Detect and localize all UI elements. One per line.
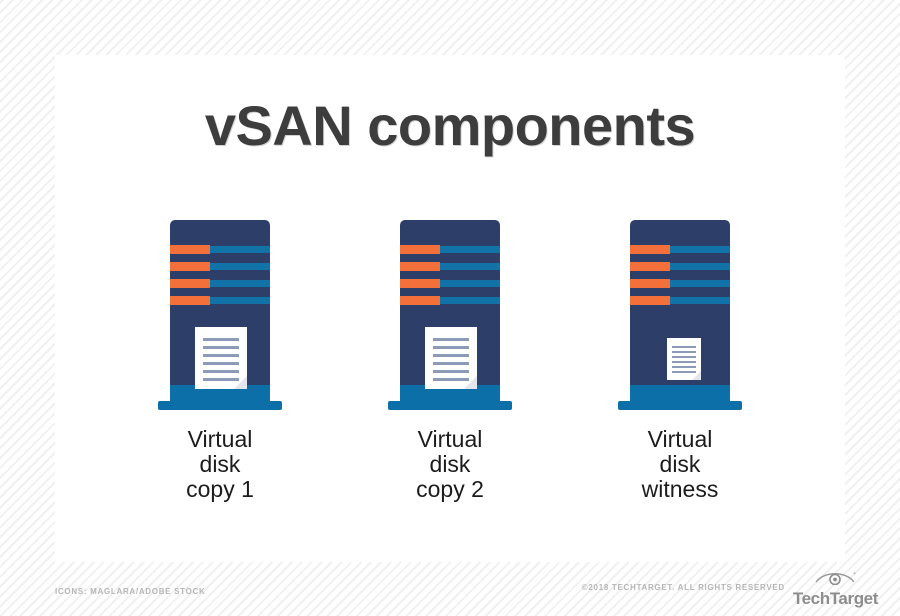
drive-bay-indicator bbox=[170, 296, 210, 305]
document-rules bbox=[425, 327, 477, 389]
drive-bay-slot bbox=[210, 246, 270, 253]
drive-bay bbox=[400, 245, 500, 254]
document-folded-corner bbox=[692, 371, 701, 380]
drive-bay bbox=[630, 296, 730, 305]
server-tower-icon bbox=[618, 220, 742, 415]
drive-bay bbox=[400, 279, 500, 288]
tower-stand-foot bbox=[158, 401, 282, 410]
document-icon bbox=[425, 327, 477, 389]
image-credit: ICONS: MAGLARA/ADOBE STOCK bbox=[55, 587, 206, 596]
techtarget-logo: TechTarget bbox=[793, 570, 878, 607]
tower-stand-foot bbox=[618, 401, 742, 410]
caption-line: disk bbox=[429, 451, 471, 477]
drive-bay-slot bbox=[210, 297, 270, 304]
document-rule-line bbox=[672, 356, 696, 358]
techtarget-wordmark: TechTarget bbox=[792, 589, 879, 608]
document-icon bbox=[667, 338, 701, 380]
drive-bay-indicator bbox=[170, 279, 210, 288]
document-rule-line bbox=[672, 371, 696, 373]
caption-line: witness bbox=[641, 476, 719, 502]
drive-bay-indicator bbox=[630, 262, 670, 271]
drive-bay bbox=[170, 262, 270, 271]
drive-bay-indicator bbox=[630, 279, 670, 288]
document-rule-line bbox=[203, 354, 239, 357]
caption-line: disk bbox=[199, 451, 241, 477]
drive-bay-group bbox=[170, 245, 270, 307]
drive-bay-slot bbox=[210, 280, 270, 287]
drive-bay bbox=[170, 296, 270, 305]
drive-bay-indicator bbox=[630, 296, 670, 305]
tower-stand-foot bbox=[388, 401, 512, 410]
footer-branding: ©2018 TECHTARGET. ALL RIGHTS RESERVED Te… bbox=[582, 570, 878, 607]
drive-bay-indicator bbox=[400, 262, 440, 271]
drive-bay-slot bbox=[210, 263, 270, 270]
caption-line: Virtual bbox=[187, 426, 253, 452]
document-rules bbox=[667, 338, 701, 380]
document-rule-line bbox=[672, 366, 696, 368]
drive-bay bbox=[170, 279, 270, 288]
document-rule-line bbox=[672, 346, 696, 348]
page-title: vSAN components bbox=[204, 94, 696, 157]
drive-bay-indicator bbox=[630, 245, 670, 254]
document-rule-line bbox=[203, 362, 239, 365]
document-rule-line bbox=[203, 370, 239, 373]
drive-bay-slot bbox=[670, 246, 730, 253]
drive-bay-slot bbox=[440, 246, 500, 253]
document-rule-line bbox=[433, 370, 469, 373]
drive-bay-indicator bbox=[170, 245, 210, 254]
document-icon bbox=[195, 327, 247, 389]
caption-line: copy 2 bbox=[416, 476, 484, 502]
drive-bay-slot bbox=[670, 297, 730, 304]
server-tower-icon bbox=[388, 220, 512, 415]
drive-bay-indicator bbox=[400, 245, 440, 254]
drive-bay-slot bbox=[670, 263, 730, 270]
drive-bay-group bbox=[400, 245, 500, 307]
document-rule-line bbox=[433, 354, 469, 357]
drive-bay bbox=[400, 296, 500, 305]
caption-line: copy 1 bbox=[186, 476, 254, 502]
drive-bay-indicator bbox=[170, 262, 210, 271]
drive-bay-slot bbox=[440, 297, 500, 304]
document-rule-line bbox=[433, 338, 469, 341]
document-rule-line bbox=[203, 338, 239, 341]
drive-bay-slot bbox=[440, 280, 500, 287]
drive-bay-slot bbox=[670, 280, 730, 287]
document-rules bbox=[195, 327, 247, 389]
eye-icon bbox=[814, 570, 857, 590]
drive-bay bbox=[630, 279, 730, 288]
drive-bay bbox=[170, 245, 270, 254]
document-rule-line bbox=[433, 346, 469, 349]
drive-bay bbox=[630, 262, 730, 271]
document-rule-line bbox=[203, 378, 239, 381]
drive-bay-indicator bbox=[400, 296, 440, 305]
caption-line: Virtual bbox=[417, 426, 483, 452]
document-rule-line bbox=[433, 378, 469, 381]
server-tower-icon bbox=[158, 220, 282, 415]
copyright-notice: ©2018 TECHTARGET. ALL RIGHTS RESERVED bbox=[581, 583, 785, 592]
drive-bay-group bbox=[630, 245, 730, 307]
document-rule-line bbox=[672, 361, 696, 363]
caption-line: disk bbox=[659, 451, 701, 477]
document-rule-line bbox=[433, 362, 469, 365]
document-rule-line bbox=[672, 351, 696, 353]
drive-bay bbox=[400, 262, 500, 271]
drive-bay-slot bbox=[440, 263, 500, 270]
document-rule-line bbox=[203, 346, 239, 349]
caption-line: Virtual bbox=[647, 426, 713, 452]
drive-bay-indicator bbox=[400, 279, 440, 288]
drive-bay bbox=[630, 245, 730, 254]
